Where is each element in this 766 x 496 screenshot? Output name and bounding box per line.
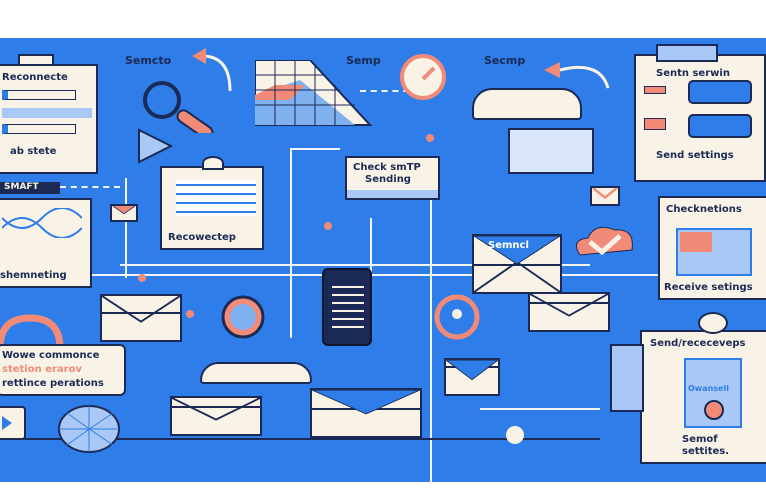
search-magnifier-icon bbox=[143, 81, 214, 133]
envelope-icon bbox=[528, 292, 610, 332]
sentn-serwin-label: Sentn serwin bbox=[656, 68, 730, 79]
envelope-icon bbox=[444, 358, 500, 396]
connector-line bbox=[290, 148, 292, 338]
globe-icon bbox=[58, 405, 120, 453]
play-arrow-icon bbox=[138, 128, 174, 164]
play-icon bbox=[2, 416, 12, 430]
clip bbox=[698, 312, 728, 334]
secmp-label: Secmp bbox=[484, 54, 526, 67]
grid-chart-icon bbox=[255, 60, 373, 126]
progress-strip bbox=[347, 190, 438, 198]
receive-settings-label: Receive setings bbox=[664, 282, 753, 293]
connector-line bbox=[480, 408, 600, 410]
field bbox=[2, 90, 76, 100]
sending-label: Sending bbox=[365, 174, 411, 185]
dashed-line bbox=[60, 186, 120, 188]
envelope-icon bbox=[110, 204, 138, 222]
node-dot bbox=[324, 222, 332, 230]
cloud-icon bbox=[200, 362, 312, 384]
semp-label: Semp bbox=[346, 54, 381, 67]
server-document-icon bbox=[322, 268, 372, 346]
send-settings-card: Sentn serwin Send settings bbox=[634, 44, 766, 182]
record-button[interactable] bbox=[704, 400, 724, 420]
connector-line bbox=[430, 158, 432, 482]
note-line-2: stetion erarov bbox=[2, 364, 82, 375]
play-card[interactable] bbox=[0, 406, 26, 440]
dashed-line bbox=[360, 90, 420, 92]
reconnect-card: Reconnecte ab stete bbox=[0, 54, 98, 174]
connector-line bbox=[370, 218, 372, 278]
settites-label: settites. bbox=[682, 446, 730, 457]
toggle[interactable] bbox=[644, 86, 666, 94]
envelope-semncl: Semncl bbox=[472, 234, 562, 294]
connector-line bbox=[290, 148, 340, 150]
curved-arrow-icon bbox=[544, 62, 610, 89]
cloud-button[interactable] bbox=[688, 114, 752, 138]
envelope-icon bbox=[590, 186, 620, 206]
checknetions-label: Checknetions bbox=[666, 204, 742, 215]
grid-tile bbox=[680, 232, 712, 252]
cloud-icon bbox=[472, 88, 582, 120]
node-dot bbox=[426, 134, 434, 142]
document-lines bbox=[332, 280, 364, 330]
semncl-label: Semncl bbox=[488, 240, 529, 251]
envelope-icon bbox=[100, 294, 182, 342]
check-smtp-label: Check smTP bbox=[353, 162, 421, 173]
shemneting-label: shemneting bbox=[0, 270, 67, 281]
envelope-icon bbox=[310, 388, 422, 438]
shemneting-card: shemneting bbox=[0, 198, 92, 288]
connector-line bbox=[0, 438, 600, 440]
tab bbox=[18, 54, 54, 66]
field bbox=[2, 124, 76, 134]
connector-line bbox=[125, 178, 127, 278]
send-receive-label: Send/receceveps bbox=[650, 338, 746, 349]
curved-arrow-icon bbox=[192, 48, 232, 92]
checklist-items bbox=[176, 180, 256, 216]
node-dot bbox=[138, 274, 146, 282]
envelope-icon bbox=[170, 396, 262, 436]
list-panel bbox=[610, 344, 644, 412]
owansell-label: Owansell bbox=[688, 384, 729, 393]
clip bbox=[202, 156, 224, 170]
send-receive-card: Send/receceveps Owansell Semof settites. bbox=[640, 312, 766, 464]
receive-settings-card: Checknetions Receive setings bbox=[658, 196, 766, 300]
email-settings-diagram: Reconnecte ab stete SMAFT shemneting Sem… bbox=[0, 38, 766, 482]
reconnect-label: Reconnecte bbox=[2, 72, 68, 83]
phone-panel: Owansell bbox=[684, 358, 742, 428]
wave-icon bbox=[2, 208, 82, 238]
send-settings-label: Send settings bbox=[656, 150, 734, 161]
clock-icon bbox=[400, 54, 446, 100]
node-dot bbox=[506, 426, 524, 444]
settings-grid bbox=[676, 228, 752, 276]
note-line-1: Wowe commonce bbox=[2, 350, 100, 361]
field bbox=[2, 108, 92, 118]
cloud-button[interactable] bbox=[688, 80, 752, 104]
cloud-check-icon bbox=[575, 226, 633, 256]
smaft-badge: SMAFT bbox=[0, 182, 60, 194]
checklist-card: Recowectep bbox=[160, 156, 264, 250]
semcto-label: Semcto bbox=[125, 54, 172, 67]
note-card: Wowe commonce stetion erarov rettince pe… bbox=[0, 344, 126, 396]
connector-line bbox=[120, 264, 590, 266]
connector-line bbox=[0, 274, 766, 276]
user-node-icon bbox=[434, 294, 480, 340]
check-smtp-card: Check smTP Sending bbox=[345, 156, 440, 200]
semof-label: Semof bbox=[682, 434, 718, 445]
note-line-3: rettince perations bbox=[2, 378, 104, 389]
node-dot bbox=[186, 310, 194, 318]
envelope-icon bbox=[644, 118, 666, 130]
state-label: ab stete bbox=[10, 146, 57, 157]
recowectep-label: Recowectep bbox=[168, 232, 236, 243]
browser-window bbox=[508, 128, 594, 174]
arch-shape bbox=[0, 314, 64, 368]
circle-node-icon bbox=[221, 295, 265, 339]
envelope-tab bbox=[656, 44, 718, 62]
